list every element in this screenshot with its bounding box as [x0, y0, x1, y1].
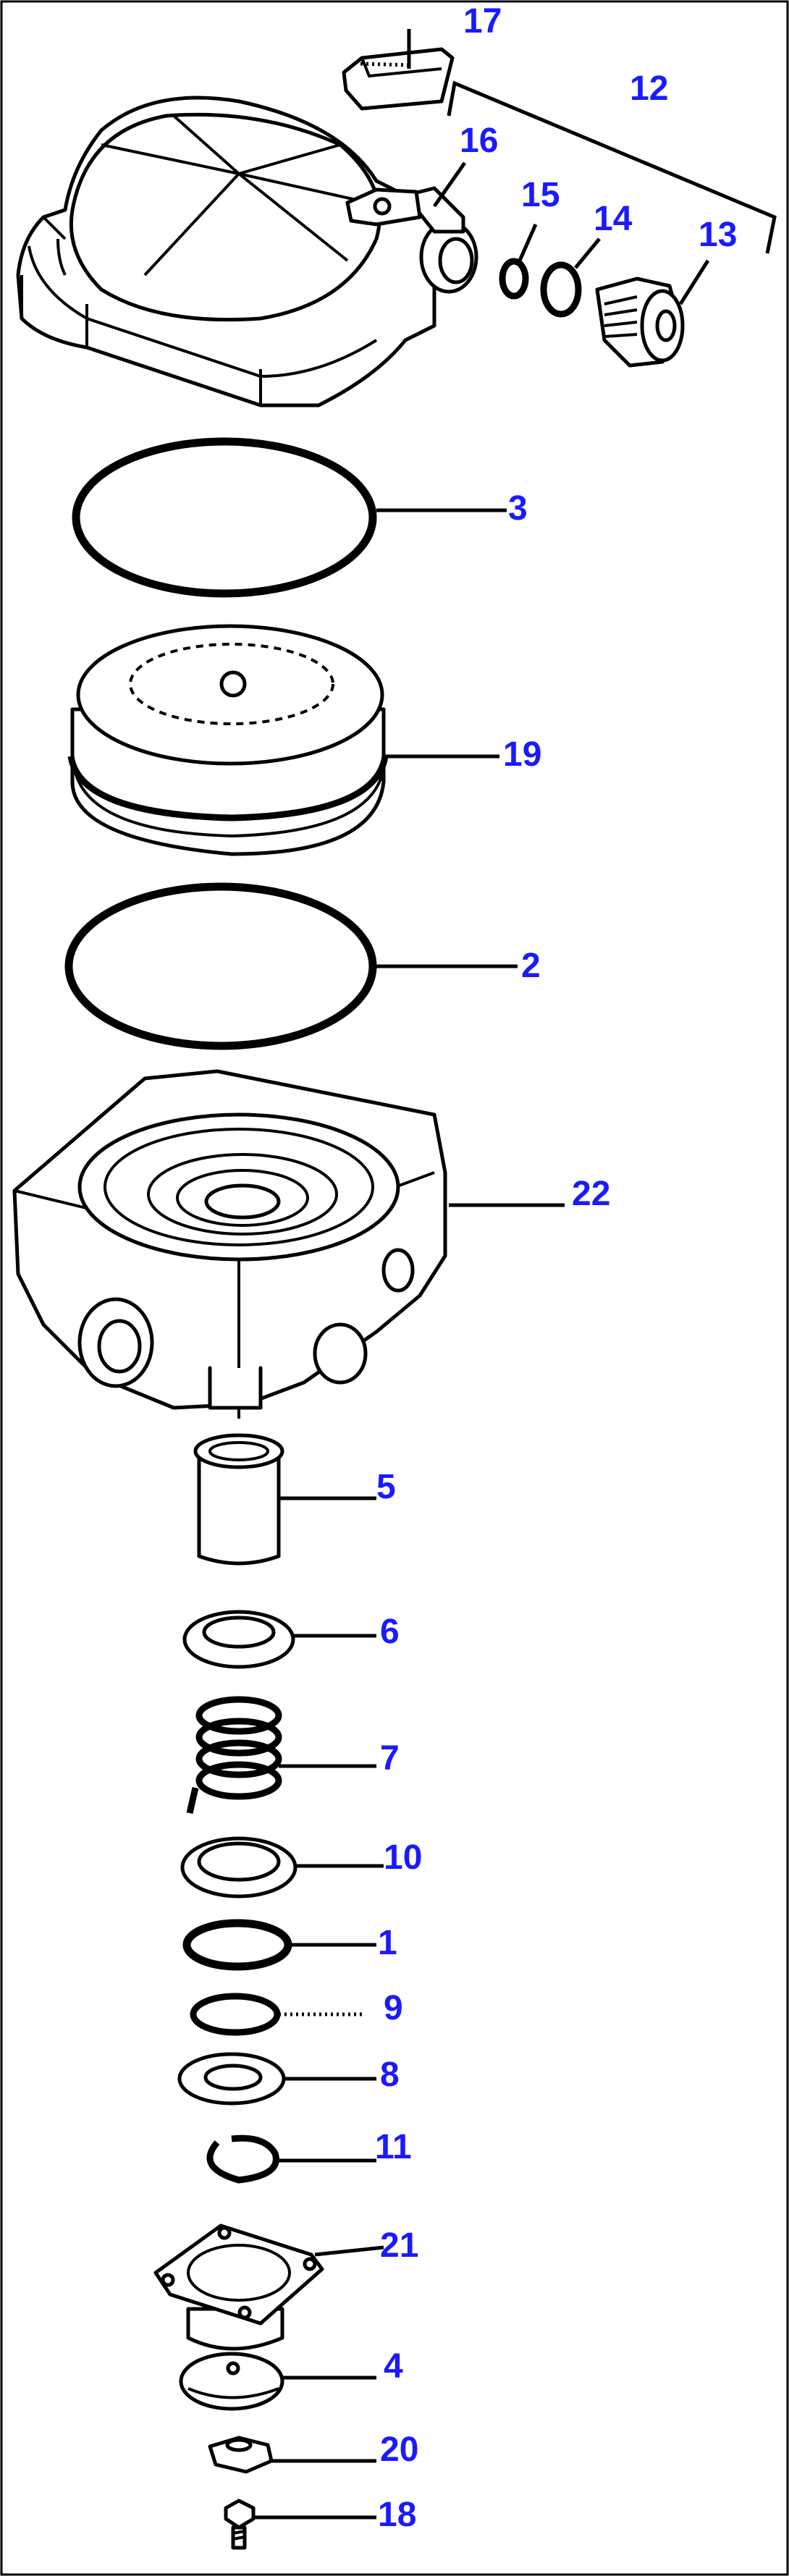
- callout-4: 4: [384, 2347, 403, 2386]
- callout-20: 20: [380, 2431, 418, 2469]
- callout-15: 15: [521, 176, 560, 214]
- leader-16: [432, 161, 467, 208]
- callout-17: 17: [463, 2, 502, 41]
- o-ring-14: [540, 261, 582, 318]
- o-ring-3: [72, 437, 377, 598]
- callout-7: 7: [380, 1739, 400, 1778]
- washer-6: [182, 1610, 295, 1669]
- cover-housing: [16, 96, 478, 407]
- body-22: [12, 1069, 447, 1419]
- spring-7: [186, 1696, 282, 1815]
- leader-12: [447, 80, 777, 254]
- callout-12: 12: [630, 69, 668, 108]
- clip-16: [345, 187, 422, 227]
- snap-ring-11: [206, 2134, 279, 2184]
- sleeve-5: [193, 1433, 284, 1566]
- leader-21: [314, 2245, 384, 2257]
- plug-13: [595, 276, 685, 368]
- o-ring-15: [499, 258, 529, 300]
- o-ring-1: [182, 1919, 292, 1971]
- callout-18: 18: [378, 2496, 416, 2534]
- callout-2: 2: [521, 947, 541, 985]
- callout-16: 16: [460, 122, 498, 160]
- callout-22: 22: [572, 1175, 610, 1213]
- leader-17: [360, 62, 410, 67]
- screw-18: [224, 2499, 256, 2550]
- callout-13: 13: [699, 216, 737, 254]
- washer-8: [177, 2052, 286, 2106]
- washer-10: [180, 1836, 298, 1899]
- callout-1: 1: [378, 1924, 397, 1962]
- callout-19: 19: [503, 735, 541, 774]
- leader-13: [678, 259, 710, 305]
- bracket-17: [342, 47, 455, 111]
- callout-10: 10: [384, 1838, 422, 1877]
- o-ring-2: [64, 882, 377, 1050]
- callout-9: 9: [384, 1989, 403, 2027]
- callout-8: 8: [380, 2056, 400, 2094]
- callout-6: 6: [380, 1613, 400, 1651]
- callout-5: 5: [376, 1468, 396, 1506]
- cover-plate-21: [153, 2224, 324, 2351]
- o-ring-9: [190, 1993, 281, 2036]
- nut-20: [208, 2436, 274, 2474]
- callout-14: 14: [594, 200, 633, 238]
- piston-19: [67, 624, 389, 856]
- callout-21: 21: [380, 2226, 418, 2265]
- callout-11: 11: [375, 2128, 412, 2166]
- cap-4: [179, 2352, 284, 2411]
- leader-14: [574, 237, 601, 269]
- leader-15: [518, 223, 538, 262]
- callout-3: 3: [508, 489, 528, 528]
